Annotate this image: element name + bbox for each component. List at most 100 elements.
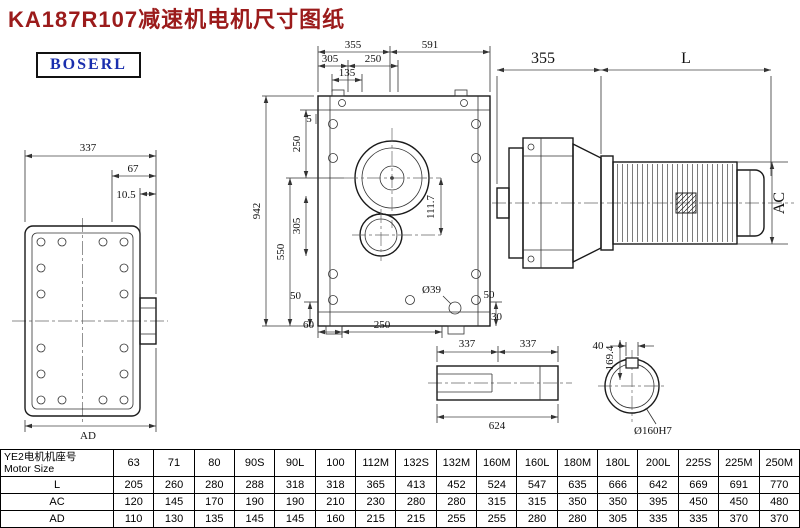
dim-main-550: 550	[275, 243, 287, 260]
dim-value: 395	[637, 493, 679, 511]
row-label-AC: AC	[0, 493, 114, 511]
size-column-160M: 160M	[476, 449, 518, 477]
dim-right-L: L	[681, 50, 691, 67]
dim-value: 280	[395, 493, 437, 511]
dim-main-591: 591	[422, 39, 439, 51]
dim-value: 145	[234, 510, 276, 528]
dim-value: 288	[234, 476, 276, 494]
dim-value: 190	[234, 493, 276, 511]
dim-value: 260	[153, 476, 195, 494]
dim-value: 350	[556, 493, 599, 511]
dim-left-10-5: 10.5	[116, 189, 136, 201]
dim-value: 145	[274, 510, 316, 528]
dim-main-250-bottom: 250	[374, 319, 391, 331]
dim-value: 315	[516, 493, 558, 511]
page-title: KA187R107减速机电机尺寸图纸	[8, 7, 346, 32]
dim-main-60: 60	[303, 319, 315, 331]
dim-left-ad: AD	[80, 430, 96, 442]
dim-value: 130	[153, 510, 195, 528]
dim-value: 280	[193, 476, 236, 494]
dim-shaft-337b: 337	[520, 338, 537, 350]
dim-value: 210	[314, 493, 357, 511]
row-label-AD: AD	[0, 510, 114, 528]
dim-value: 318	[274, 476, 316, 494]
size-column-63: 63	[112, 449, 155, 477]
dim-value: 365	[355, 476, 397, 494]
brand-logo: BOSERL	[36, 52, 141, 78]
size-column-200L: 200L	[637, 449, 679, 477]
dim-main-355: 355	[345, 39, 362, 51]
dim-value: 205	[112, 476, 155, 494]
dim-shaft-337a: 337	[459, 338, 476, 350]
dim-value: 524	[476, 476, 518, 494]
dim-value: 335	[677, 510, 720, 528]
dim-value: 669	[677, 476, 720, 494]
dim-main-5: 5	[306, 113, 312, 125]
dim-right-AC: AC	[771, 192, 788, 214]
dim-value: 450	[718, 493, 760, 511]
dim-value: 215	[355, 510, 397, 528]
right-view: 355 L AC	[492, 50, 794, 269]
size-column-71: 71	[153, 449, 195, 477]
dim-value: 770	[758, 476, 800, 494]
dim-value: 452	[435, 476, 478, 494]
size-column-100: 100	[314, 449, 357, 477]
dim-value: 135	[193, 510, 236, 528]
dim-value: 255	[476, 510, 518, 528]
main-view: Ø39 111.7 355 591 305 250 135 942 550 25…	[251, 39, 503, 338]
dim-value: 255	[435, 510, 478, 528]
dim-main-250-left: 250	[291, 135, 303, 152]
size-column-132S: 132S	[395, 449, 437, 477]
size-column-180L: 180L	[597, 449, 639, 477]
dim-main-305-top: 305	[322, 53, 339, 65]
size-column-90L: 90L	[274, 449, 316, 477]
left-view: 337 67 10.5 AD	[12, 142, 168, 442]
dim-main-50-left: 50	[290, 290, 302, 302]
dim-value: 691	[718, 476, 760, 494]
dim-hole-dia: Ø39	[422, 284, 441, 296]
dim-value: 635	[556, 476, 599, 494]
size-column-132M: 132M	[435, 449, 478, 477]
dim-value: 318	[314, 476, 357, 494]
dim-value: 190	[274, 493, 316, 511]
dim-value: 547	[516, 476, 558, 494]
dim-shaft-40: 40	[593, 340, 605, 352]
dim-value: 230	[355, 493, 397, 511]
dim-value: 110	[112, 510, 155, 528]
dim-main-50-right: 50	[484, 289, 496, 301]
size-column-250M: 250M	[758, 449, 800, 477]
dim-value: 170	[193, 493, 236, 511]
dim-left-337: 337	[80, 142, 97, 154]
size-column-225M: 225M	[718, 449, 760, 477]
dim-axis-dist: 111.7	[425, 195, 437, 219]
dim-value: 450	[677, 493, 720, 511]
dim-main-135: 135	[339, 67, 356, 79]
dim-main-942: 942	[251, 203, 263, 220]
dim-right-355: 355	[531, 50, 555, 67]
dim-main-305-left: 305	[291, 217, 303, 234]
dim-value: 280	[556, 510, 599, 528]
dim-shaft-624: 624	[489, 420, 506, 432]
size-column-90S: 90S	[234, 449, 276, 477]
dim-value: 335	[637, 510, 679, 528]
dim-value: 120	[112, 493, 155, 511]
row-label-L: L	[0, 476, 114, 494]
dim-value: 413	[395, 476, 437, 494]
dim-shaft-bore: Ø160H7	[634, 425, 672, 437]
size-column-80: 80	[193, 449, 236, 477]
dim-value: 160	[314, 510, 357, 528]
dim-value: 350	[597, 493, 639, 511]
shaft-detail: 337 337 624 40 169.4 Ø160H7	[428, 338, 672, 437]
dim-value: 280	[435, 493, 478, 511]
dim-value: 215	[395, 510, 437, 528]
size-column-225S: 225S	[677, 449, 720, 477]
dim-value: 280	[516, 510, 558, 528]
dim-main-250-top: 250	[365, 53, 382, 65]
dim-main-30: 30	[491, 311, 503, 323]
dim-value: 145	[153, 493, 195, 511]
